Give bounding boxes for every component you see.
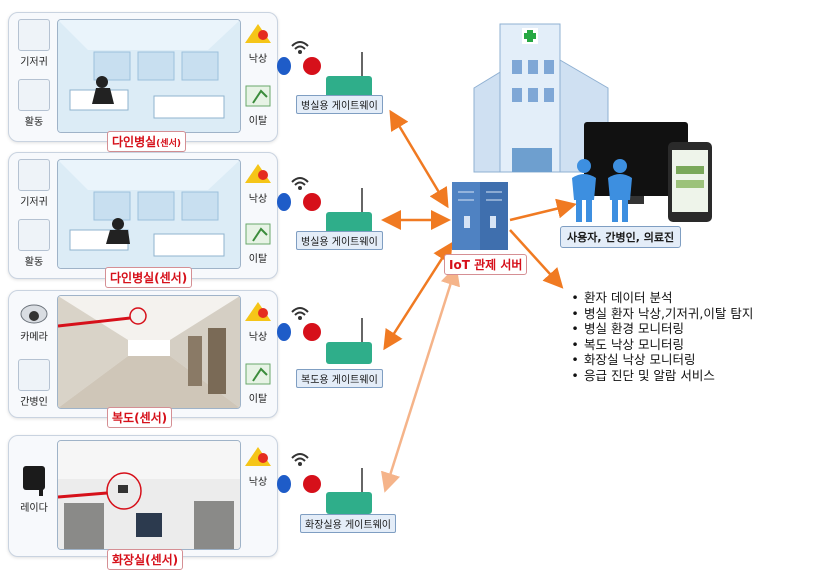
service-item: 병실 환자 낙상,기저귀,이탈 탐지 <box>566 306 753 322</box>
arrow-server-services <box>509 229 564 289</box>
activity-label: 활동 <box>24 117 44 128</box>
exit-icon <box>245 85 271 107</box>
caregiver-sensor: 간병인 <box>15 359 53 408</box>
activity-label: 활동 <box>24 257 44 268</box>
gateway-label: 병실용 게이트웨이 <box>296 231 383 250</box>
panel-title: 복도(센서) <box>107 407 173 428</box>
leave-label: 이탈 <box>248 116 268 127</box>
service-item: 병실 환경 모니터링 <box>566 321 753 337</box>
arrow-gateway1-server <box>389 109 449 209</box>
panel-ward-1: 기저귀 활동 낙상 이탈 다인병실(센서) <box>8 12 278 152</box>
fall-icon <box>245 164 271 183</box>
panel-ward-2: 기저귀 활동 낙상 이탈 다인병실(센서) <box>8 152 278 288</box>
camera-icon <box>20 304 48 324</box>
diaper-label: 기저귀 <box>20 197 48 208</box>
ward-room-illustration <box>57 19 241 133</box>
fall-event: 낙상 <box>241 161 275 205</box>
corridor-photo <box>57 295 241 409</box>
activity-sensor: 활동 <box>15 219 53 268</box>
fall-event: 낙상 <box>241 299 275 343</box>
activity-icon <box>18 79 50 111</box>
radar-icon <box>23 466 45 496</box>
services-list: 환자 데이터 분석 병실 환자 낙상,기저귀,이탈 탐지 병실 환경 모니터링 … <box>566 290 753 383</box>
fall-icon <box>245 24 271 43</box>
ward-room-icon <box>58 20 240 132</box>
ward-room-illustration <box>57 159 241 269</box>
diaper-sensor: 기저귀 <box>15 159 53 208</box>
server-label: IoT 관제 서버 <box>444 254 528 275</box>
radar-label: 레이다 <box>20 503 48 514</box>
diaper-label: 기저귀 <box>20 57 48 68</box>
fall-event: 낙상 <box>241 21 275 65</box>
caregiver-label: 간병인 <box>20 397 48 408</box>
gateway-label: 화장실용 게이트웨이 <box>300 514 396 533</box>
gateway-label: 복도용 게이트웨이 <box>296 369 383 388</box>
radar-sensor: 레이다 <box>15 462 53 514</box>
diaper-icon <box>18 19 50 51</box>
service-item: 복도 낙상 모니터링 <box>566 337 753 353</box>
fall-icon <box>245 302 271 321</box>
caregiver-icon <box>18 359 50 391</box>
panel-title: 화장실(센서) <box>107 549 184 570</box>
arrow-gateway4-server <box>380 265 461 493</box>
leave-event: 이탈 <box>241 83 275 127</box>
fall-label: 낙상 <box>248 477 268 488</box>
camera-label: 카메라 <box>20 332 48 343</box>
gateway-label: 병실용 게이트웨이 <box>296 95 383 114</box>
users-label: 사용자, 간병인, 의료진 <box>560 226 682 248</box>
fall-icon <box>245 447 271 466</box>
panel-title: 다인병실(센서) <box>107 131 186 152</box>
service-item: 환자 데이터 분석 <box>566 290 753 306</box>
panel-corridor: 카메라 간병인 낙상 이탈 복도(센서) <box>8 290 278 428</box>
panel-restroom: 레이다 낙상 화장실(센서) <box>8 435 278 570</box>
leave-label: 이탈 <box>248 394 268 405</box>
activity-sensor: 활동 <box>15 79 53 128</box>
fall-label: 낙상 <box>248 332 268 343</box>
camera-sensor: 카메라 <box>15 299 53 343</box>
activity-icon <box>18 219 50 251</box>
fall-label: 낙상 <box>248 54 268 65</box>
panel-title: 다인병실(센서) <box>105 267 193 288</box>
service-item: 화장실 낙상 모니터링 <box>566 352 753 368</box>
diaper-icon <box>18 159 50 191</box>
restroom-photo <box>57 440 241 550</box>
diaper-sensor: 기저귀 <box>15 19 53 68</box>
restroom-icon <box>58 441 240 549</box>
leave-event: 이탈 <box>241 221 275 265</box>
corridor-icon <box>58 296 240 408</box>
fall-label: 낙상 <box>248 194 268 205</box>
leave-event: 이탈 <box>241 361 275 405</box>
arrow-server-users <box>509 198 577 222</box>
leave-label: 이탈 <box>248 254 268 265</box>
service-item: 응급 진단 및 알람 서비스 <box>566 368 753 384</box>
exit-icon <box>245 363 271 385</box>
exit-icon <box>245 223 271 245</box>
ward-room-icon <box>58 160 240 268</box>
arrow-gateway3-server <box>383 241 453 351</box>
fall-event: 낙상 <box>241 444 275 488</box>
